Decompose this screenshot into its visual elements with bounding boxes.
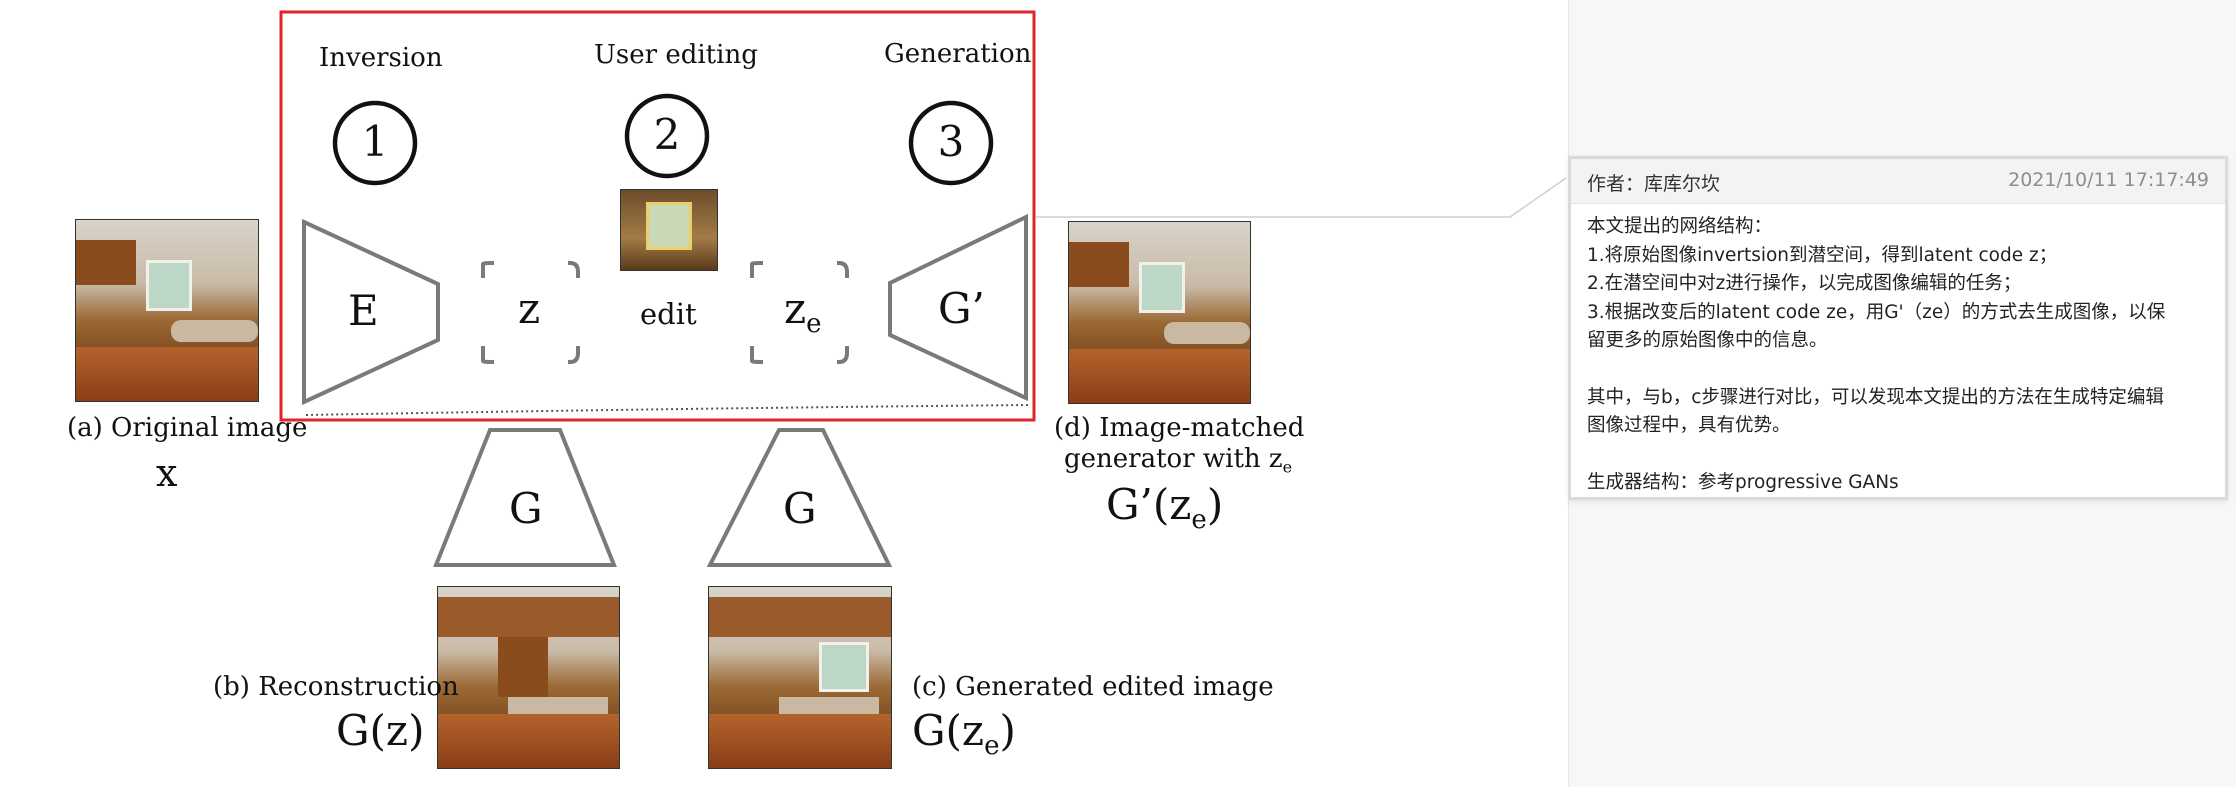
comment-connector: [1036, 177, 1567, 218]
step-3-circle: [908, 100, 994, 186]
step-2-number: 2: [653, 110, 681, 159]
comment-card[interactable]: 作者：库库尔坎 2021/10/11 17:17:49 本文提出的网络结构： 1…: [1568, 156, 2228, 500]
symbol-b: G(z): [336, 706, 425, 755]
comment-line: 生成器结构：参考progressive GANs: [1587, 471, 1899, 493]
comment-timestamp: 2021/10/11 17:17:49: [2008, 169, 2209, 191]
generator-right-label: G: [783, 484, 817, 533]
generator-block-left: [433, 428, 617, 567]
latent-ze-bracket: [750, 261, 849, 364]
step-1-circle: [332, 100, 418, 186]
edit-window-thumbnail: [620, 189, 718, 271]
symbol-d: G’(ze): [1106, 480, 1224, 536]
matched-generator-image: [1068, 221, 1251, 404]
step-2-circle: [624, 93, 710, 179]
step-2-title: User editing: [594, 40, 758, 70]
comment-line: 1.将原始图像invertsion到潜空间，得到latent code z；: [1587, 244, 2058, 266]
comment-line: 留更多的原始图像中的信息。: [1587, 330, 1828, 351]
reconstruction-image: [437, 586, 620, 769]
edited-latent-label: ze: [784, 284, 822, 340]
symbol-c: G(ze): [912, 706, 1016, 762]
caption-b: (b) Reconstruction: [213, 672, 459, 702]
matched-generator-block: [888, 213, 1028, 402]
original-kitchen-image: [75, 219, 259, 402]
caption-d-line1: (d) Image-matched: [1054, 413, 1305, 443]
comment-line: 图像过程中，具有优势。: [1587, 415, 1791, 436]
caption-d-line2: generator with ze: [1064, 444, 1293, 477]
comment-line: 3.根据改变后的latent code ze，用G'（ze）的方式去生成图像，以…: [1587, 301, 2166, 323]
dotted-baseline: [305, 404, 1031, 416]
generator-block-right: [706, 428, 893, 567]
step-3-number: 3: [937, 117, 965, 166]
caption-a: (a) Original image: [67, 413, 308, 443]
comment-body: 本文提出的网络结构： 1.将原始图像invertsion到潜空间，得到laten…: [1587, 213, 2211, 497]
generator-left-label: G: [509, 484, 543, 533]
comment-line: 本文提出的网络结构：: [1587, 216, 1773, 237]
encoder-label: E: [348, 286, 379, 335]
matched-generator-label: G’: [938, 284, 985, 333]
caption-c: (c) Generated edited image: [912, 672, 1274, 702]
step-1-title: Inversion: [319, 43, 443, 73]
comment-header: 作者：库库尔坎 2021/10/11 17:17:49: [1571, 159, 2225, 204]
latent-z-label: z: [518, 284, 541, 333]
symbol-a: x: [156, 451, 178, 495]
encoder-block: [302, 218, 440, 406]
architecture-diagram: [279, 10, 1567, 567]
comment-line: 其中，与b，c步骤进行对比，可以发现本文提出的方法在生成特定编辑: [1587, 386, 2164, 408]
step-1-number: 1: [361, 117, 389, 166]
edit-label: edit: [640, 297, 697, 331]
comment-line: 2.在潜空间中对z进行操作，以完成图像编辑的任务；: [1587, 273, 2022, 294]
highlight-box: [279, 10, 1036, 422]
latent-z-bracket: [481, 261, 580, 364]
generated-edited-image: [708, 586, 892, 769]
comment-author: 作者：库库尔坎: [1587, 173, 1721, 195]
step-3-title: Generation: [884, 39, 1032, 69]
